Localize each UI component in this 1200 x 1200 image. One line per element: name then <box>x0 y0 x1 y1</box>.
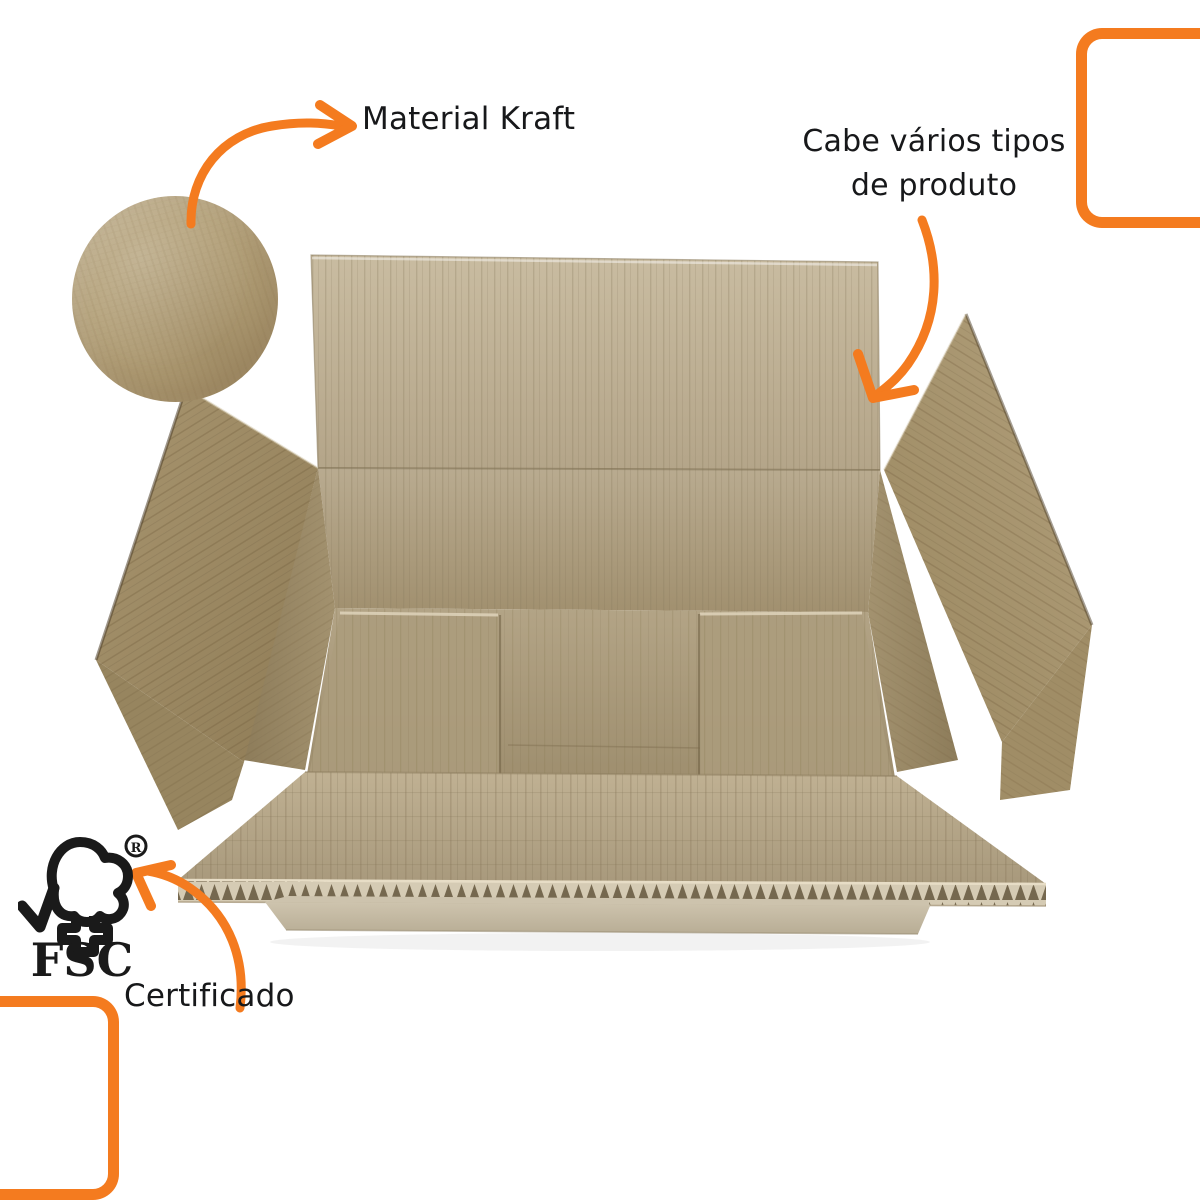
callout-label-certified: Certificado <box>124 978 295 1014</box>
box-right-inner-wall <box>868 470 958 772</box>
box-front-flap <box>177 771 1047 907</box>
box-front-face <box>265 896 930 935</box>
curved-arrow-up-left-icon <box>131 860 246 1013</box>
curved-arrow-right-icon <box>186 100 357 229</box>
registered-trademark-icon: R <box>124 834 148 858</box>
fsc-certification-logo: R FSC <box>18 828 150 978</box>
box-back-wall <box>317 467 881 612</box>
box-bottom-flaps <box>305 608 897 790</box>
box-left-flap <box>94 387 319 830</box>
corner-bracket-top-right <box>1076 28 1200 228</box>
box-right-flap <box>883 313 1094 800</box>
curved-arrow-down-icon <box>853 215 939 403</box>
callout-label-material: Material Kraft <box>362 101 576 137</box>
svg-text:R: R <box>131 841 142 856</box>
corner-bracket-bottom-left <box>0 996 119 1200</box>
box-back-flap <box>310 254 881 471</box>
fsc-tree-checkmark-icon <box>18 837 133 957</box>
callout-label-capacity: Cabe vários tipos de produto <box>802 124 1066 203</box>
box-left-inner-wall <box>243 468 335 770</box>
kraft-material-swatch <box>72 196 278 402</box>
fsc-wordmark: FSC <box>31 933 134 978</box>
